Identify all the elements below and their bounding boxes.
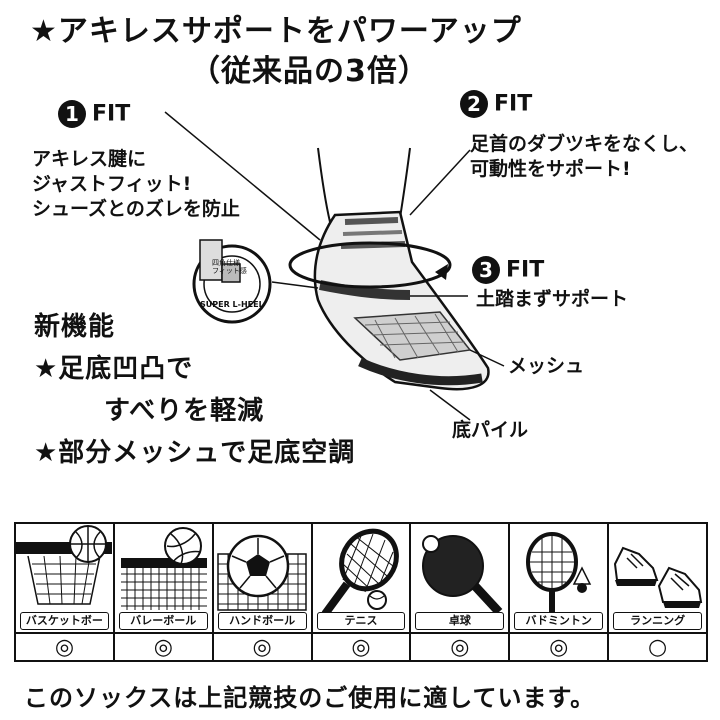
fit1-number-badge: 1 xyxy=(58,100,86,128)
suitability-mark: ◎ xyxy=(252,634,272,660)
fit1-label: FIT xyxy=(92,101,131,127)
sock-shape xyxy=(313,210,490,391)
leg-outline xyxy=(317,147,331,223)
fit2-label: FIT xyxy=(494,91,533,117)
sport-cell: バドミントン ◎ xyxy=(510,524,610,660)
sport-label: バスケットボール xyxy=(20,612,109,630)
heel-badge xyxy=(192,239,272,324)
suitability-mark: ◎ xyxy=(351,634,371,660)
table-tennis-icon xyxy=(422,535,503,616)
heel-badge-text-mid: フィット感 xyxy=(212,267,247,275)
sport-label: バレーボール xyxy=(118,612,208,630)
footer-note: このソックスは上記競技のご使用に適しています。 xyxy=(24,684,596,712)
feature-line: すべりを軽減 xyxy=(104,396,265,426)
sport-cell: ランニング ○ xyxy=(609,524,707,660)
sport-cell: ハンドボール ◎ xyxy=(213,524,313,660)
feature-line: ★部分メッシュで足底空調 xyxy=(34,438,356,468)
volleyball-icon xyxy=(120,527,207,610)
sport-label: ランニング xyxy=(613,612,703,630)
basketball-icon xyxy=(16,525,112,605)
fit2-desc-line: 可動性をサポート! xyxy=(470,158,631,180)
heel-badge-ring-text: SUPER L-HEEL xyxy=(200,300,264,309)
fit2-description: 足首のダブツキをなくし、 可動性をサポート! xyxy=(470,132,698,182)
fit1-description: アキレス腱に ジャストフィット! シューズとのズレを防止 xyxy=(32,147,240,222)
fit3-number-badge: 3 xyxy=(472,256,500,284)
pile-callout: 底パイル xyxy=(452,419,529,441)
rotation-ring xyxy=(288,241,452,289)
sock-illustration xyxy=(164,111,505,421)
running-shoe-icon xyxy=(614,546,703,608)
sport-label: ハンドボール xyxy=(217,612,307,630)
leg-outline-back xyxy=(399,147,411,219)
sport-cell: 卓球 ◎ xyxy=(411,524,511,660)
sport-label: テニス xyxy=(316,612,406,630)
sport-label: 卓球 xyxy=(415,612,505,630)
page-subtitle: （従来品の3倍） xyxy=(190,54,429,89)
rotation-arrow xyxy=(435,264,448,280)
sport-cell: テニス ◎ xyxy=(312,524,412,660)
sports-table: バスケットボール ◎ バレーボール ◎ xyxy=(14,522,708,662)
badminton-icon xyxy=(526,532,592,616)
fit2-desc-line: 足首のダブツキをなくし、 xyxy=(470,133,699,155)
mesh-callout: メッシュ xyxy=(508,355,585,377)
feature-line: ★足底凹凸で xyxy=(34,354,194,384)
sport-label: バドミントン xyxy=(514,612,604,630)
fit3-description: 土踏まずサポート xyxy=(476,288,629,310)
features-heading: 新機能 xyxy=(34,312,116,342)
suitability-mark: ◎ xyxy=(153,634,173,660)
suitability-mark: ○ xyxy=(647,634,668,660)
suitability-mark: ◎ xyxy=(54,634,75,660)
heel-badge-text-top: 四角仕様 xyxy=(212,259,240,267)
fit1-desc-line: アキレス腱に xyxy=(32,148,147,170)
fit3-label: FIT xyxy=(506,257,545,283)
tennis-icon xyxy=(321,528,399,617)
fit1-desc-line: シューズとのズレを防止 xyxy=(32,198,240,220)
handball-icon xyxy=(216,534,307,611)
fit2-number-badge: 2 xyxy=(460,90,488,118)
suitability-mark: ◎ xyxy=(549,634,569,660)
sport-cell: バスケットボール ◎ xyxy=(16,524,115,660)
suitability-mark: ◎ xyxy=(450,634,470,660)
leader-lines xyxy=(164,111,505,421)
fit1-desc-line: ジャストフィット! xyxy=(32,173,192,195)
page-title: ★アキレスサポートをパワーアップ xyxy=(30,14,522,49)
sport-cell: バレーボール ◎ xyxy=(114,524,214,660)
